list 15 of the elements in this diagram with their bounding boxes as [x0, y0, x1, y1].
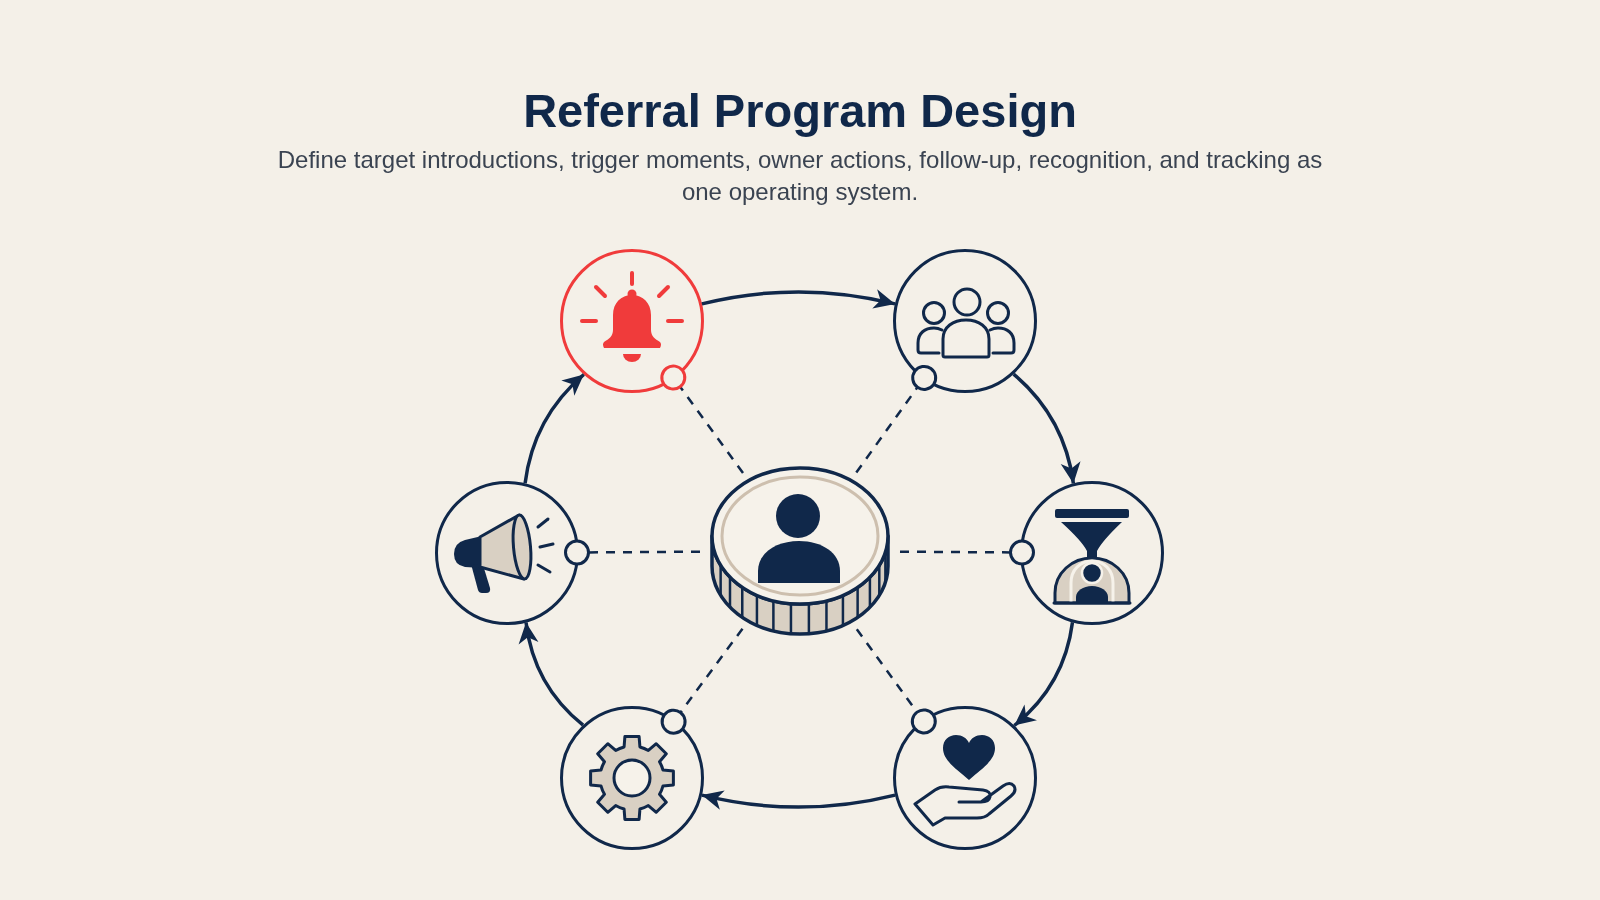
title: Referral Program Design [523, 83, 1077, 139]
dashed-connector [660, 627, 744, 735]
dashed-connector [564, 539, 700, 566]
dashed-connector [855, 628, 937, 735]
dashed-connector [660, 364, 744, 474]
arrow [523, 373, 585, 484]
coin [710, 466, 890, 636]
arrow [1013, 622, 1075, 727]
arrow [1012, 372, 1080, 484]
arrow [701, 790, 896, 810]
dashed-connector [855, 364, 938, 474]
subtitle: Define target introductions, trigger moments, owner actions, follow-up, recognition, and tracking as one operating system. [276, 145, 1324, 207]
dashed-connector [900, 539, 1035, 566]
arrow [701, 289, 896, 309]
arrow [519, 622, 585, 727]
